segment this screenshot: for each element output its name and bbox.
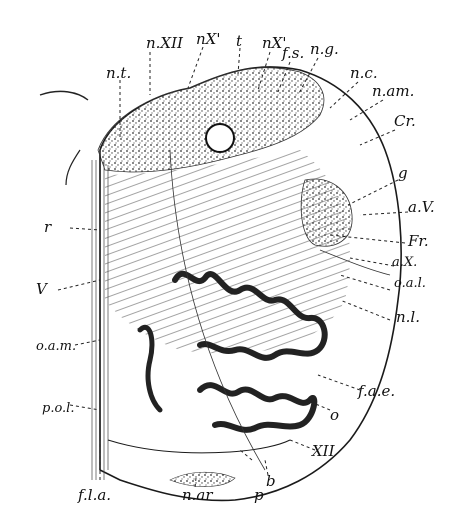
label-p: p (254, 486, 264, 504)
label-nl: n.l. (396, 308, 420, 326)
arcuate-nucleus (170, 472, 235, 486)
label-b: b (266, 472, 276, 490)
label-ng: n.g. (310, 40, 339, 58)
label-nXII: n.XII (146, 34, 184, 52)
label-fs: f.s. (281, 44, 304, 62)
label-r: r (44, 218, 52, 236)
label-V: V (36, 280, 49, 298)
left-hook-fiber (66, 150, 80, 185)
label-Fr: Fr. (407, 232, 429, 250)
label-o: o (330, 406, 339, 424)
label-aX: a.X. (392, 255, 417, 270)
central-canal (206, 124, 234, 152)
label-aV: a.V. (408, 198, 435, 216)
label-nX-left: nX' (196, 30, 220, 48)
olivary-nucleus-lower (200, 385, 314, 430)
label-oam: o.a.m. (36, 339, 76, 354)
label-pol: p.o.l. (42, 401, 74, 416)
pyramid (108, 440, 290, 453)
label-nt: n.t. (106, 64, 131, 82)
label-t: t (236, 32, 243, 50)
label-oal: o.a.l. (394, 276, 426, 291)
left-root-fiber (40, 91, 88, 100)
label-fla: f.l.a. (77, 486, 111, 504)
label-nar: n.ar (182, 486, 213, 504)
label-Cr: Cr. (394, 112, 416, 130)
label-nc: n.c. (350, 64, 378, 82)
label-XII: XII (311, 442, 336, 460)
label-g: g (398, 164, 408, 182)
label-nam: n.am. (372, 82, 414, 100)
label-fae: f.a.e. (357, 382, 395, 400)
